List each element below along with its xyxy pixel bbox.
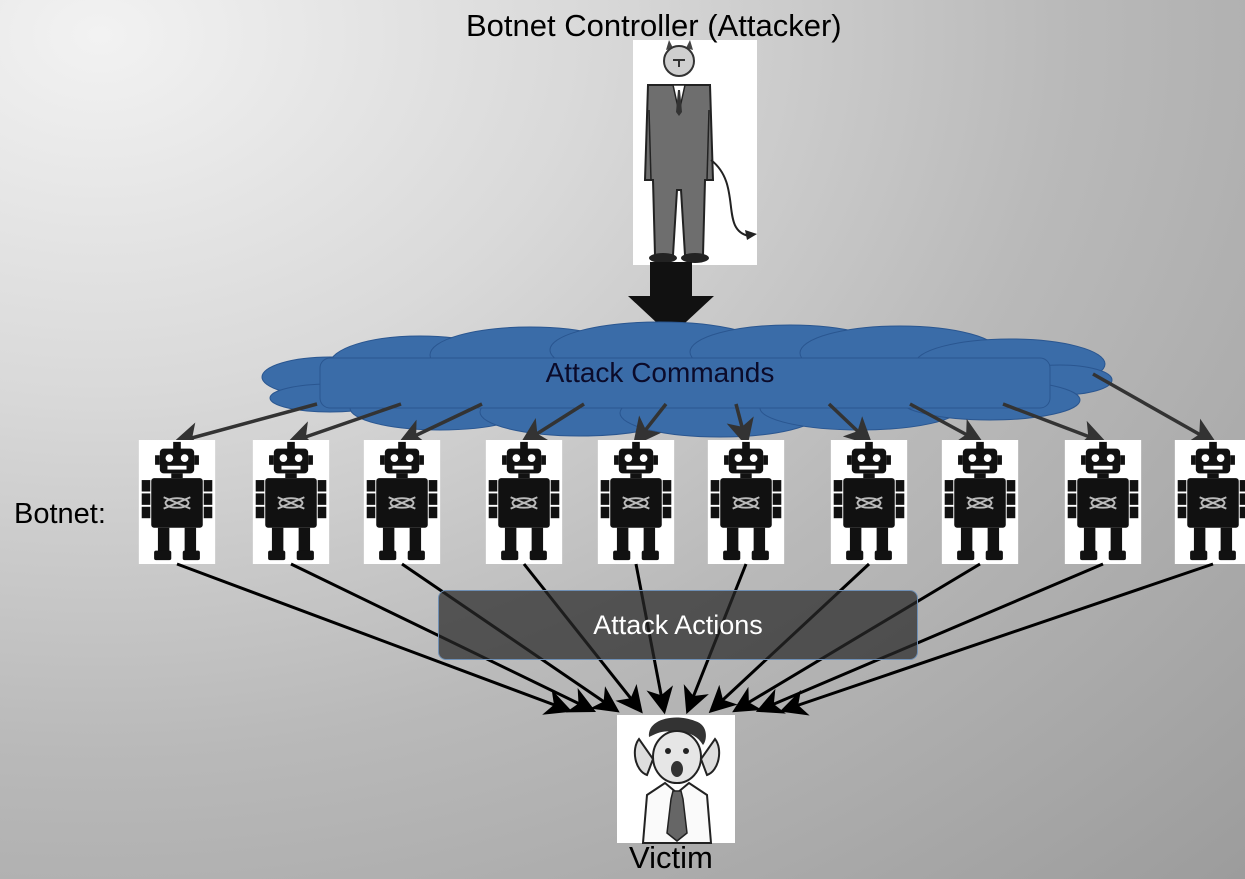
command-arrow-6 [726,403,754,448]
victim-screaming-icon [617,715,735,844]
robot-icon-3 [362,440,442,564]
attack-arrow-9 [755,562,1104,714]
command-arrow-5 [632,402,668,447]
attack-actions-box: Attack Actions [438,590,918,660]
robot-icon-6 [706,440,786,564]
robot-icon-1 [137,440,217,564]
command-arrow-9 [1002,402,1108,448]
command-arrow-4 [519,402,585,445]
robot-icon-8 [940,440,1020,564]
command-arrow-2 [286,402,402,448]
attacker-devil-icon [633,40,757,265]
command-arrows [171,372,1218,450]
command-arrow-3 [397,402,483,445]
robot-icon-7 [829,440,909,564]
command-arrow-1 [171,402,318,450]
robot-icon-4 [484,440,564,564]
robot-icon-2 [251,440,331,564]
botnet-group [137,440,1245,564]
attack-actions-label: Attack Actions [593,609,763,640]
robot-icon-5 [596,440,676,564]
robot-icon-10 [1173,440,1245,564]
controller-label: Botnet Controller (Attacker) [466,8,842,43]
botnet-label: Botnet: [14,498,106,530]
command-arrow-10 [1092,372,1218,445]
command-arrow-8 [909,402,985,445]
cloud-label: Attack Commands [545,357,775,388]
attack-arrow-1 [176,562,573,715]
robot-icon-9 [1063,440,1143,564]
command-arrow-7 [827,402,873,446]
attack-arrow-10 [779,562,1214,716]
big-down-arrow-icon [628,262,714,336]
attack-commands-cloud [261,321,1113,438]
victim-label: Victim [629,840,713,875]
